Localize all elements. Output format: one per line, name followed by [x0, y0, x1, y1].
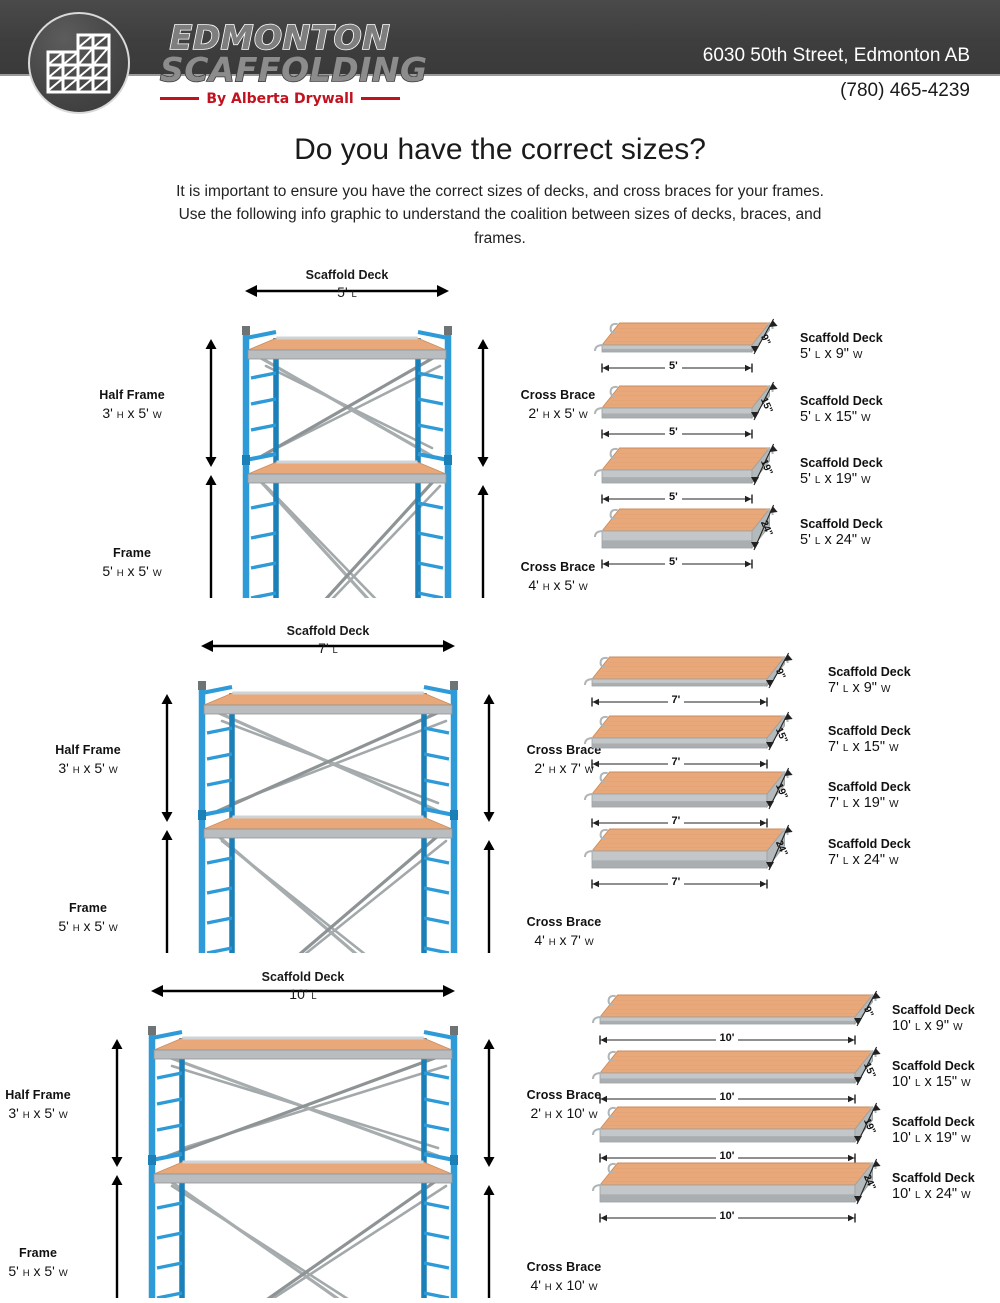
deck-length-value: 5': [665, 491, 682, 503]
frame-height-arrows-7ft: [152, 653, 182, 1045]
logo-circle: [28, 12, 130, 114]
deck-length-value: 7': [667, 756, 685, 768]
deck-panel-10ft-9in: 10'9": [590, 983, 915, 1060]
brand-line-edmonton: EDMONTON: [169, 18, 391, 57]
cross-brace-arrows-10ft: [474, 998, 504, 1303]
deck-span-arrow-10ft: [128, 980, 478, 1007]
deck-span-arrow-7ft: [178, 635, 478, 662]
deck-panel-5ft-19in: 5'19": [592, 436, 812, 513]
deck-length-value: 10': [715, 1032, 739, 1044]
brand-tagline-row: By Alberta Drywall: [160, 91, 400, 107]
tagline-rule-right: [360, 97, 400, 101]
deck-length-value: 7': [667, 815, 685, 827]
scaffold-assembly-diagram-5ft: [222, 298, 472, 707]
deck-length-value: 5': [665, 556, 682, 568]
deck-panel-10ft-19in: 10'19": [590, 1095, 915, 1172]
deck-panel-7ft-24in: 7'24": [582, 817, 827, 894]
deck-length-value: 10': [715, 1091, 739, 1103]
deck-panel-5ft-24in: 5'24": [592, 497, 812, 574]
header-band: [0, 0, 1000, 76]
cross-brace-arrows-5ft: [468, 298, 498, 686]
brand-tagline: By Alberta Drywall: [206, 90, 354, 107]
scaffold-assembly-diagram-10ft: [128, 998, 478, 1303]
page-title: Do you have the correct sizes?: [294, 133, 706, 166]
deck-length-value: 10': [715, 1210, 739, 1222]
frame-height-arrows-5ft: [196, 298, 226, 690]
deck-panel-5ft-9in: 5'9": [592, 311, 812, 388]
page-intro: It is important to ensure you have the c…: [176, 183, 824, 247]
scaffold-assembly-diagram-7ft: [178, 653, 478, 1062]
tagline-rule-left: [160, 97, 200, 101]
deck-length-value: 7': [667, 876, 685, 888]
deck-panel-7ft-15in: 7'15": [582, 704, 827, 781]
deck-panel-10ft-24in: 10'24": [590, 1151, 915, 1228]
frame-height-arrows-10ft: [102, 998, 132, 1303]
scaffold-tower-icon: [45, 30, 113, 96]
company-phone: (780) 465-4239: [840, 80, 970, 101]
deck-length-value: 5': [665, 360, 682, 372]
deck-length-value: 7': [667, 694, 685, 706]
deck-panel-7ft-9in: 7'9": [582, 645, 827, 722]
brand-line-scaffolding: SCAFFOLDING: [159, 50, 428, 90]
cross-brace-arrows-7ft: [474, 653, 504, 1041]
company-address: 6030 50th Street, Edmonton AB: [702, 45, 970, 66]
deck-panel-5ft-15in: 5'15": [592, 374, 812, 451]
deck-panel-7ft-19in: 7'19": [582, 760, 827, 837]
deck-panel-10ft-15in: 10'15": [590, 1039, 915, 1116]
brand-wordmark: EDMONTON SCAFFOLDING By Alberta Drywall: [159, 18, 428, 107]
deck-span-arrow-5ft: [222, 280, 472, 307]
deck-length-value: 10': [715, 1150, 739, 1162]
deck-length-value: 5': [665, 426, 682, 438]
